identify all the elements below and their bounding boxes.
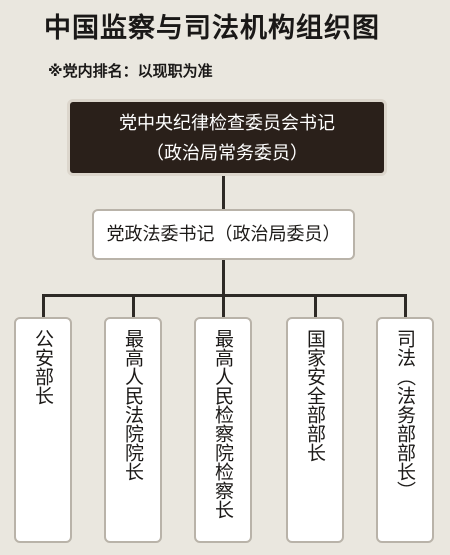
connector-middle-to-bus [222,260,225,295]
public-security-minister-box: 公安部长 [14,317,72,543]
political-legal-committee-secretary-box: 党政法委书记（政治局委员） [92,209,355,260]
diagram-title: 中国监察与司法机构组织图 [44,13,380,44]
supreme-court-president-label: 最高人民法院院长 [122,329,144,481]
branch-line-3 [222,294,225,317]
state-security-minister-box: 国家安全部部长 [286,317,344,543]
ranking-note: ※党内排名：以现职为准 [48,62,213,80]
justice-minister-box: 司法（法务部部长） [376,317,434,543]
branch-line-2 [132,294,135,317]
branch-line-5 [404,294,407,317]
supreme-court-president-box: 最高人民法院院长 [104,317,162,543]
state-security-minister-label: 国家安全部部长 [304,329,326,462]
branch-line-1 [42,294,45,317]
public-security-minister-label: 公安部长 [32,329,54,405]
top-box-line2: （政治局常务委员） [146,143,308,164]
branch-line-4 [314,294,317,317]
justice-minister-label: 司法（法务部部长） [394,329,416,500]
procurator-general-label: 最高人民检察院检察长 [212,329,234,519]
discipline-commission-secretary-box: 党中央纪律检查委员会书记 （政治局常务委员） [67,99,387,176]
top-box-line1: 党中央纪律检查委员会书记 [119,113,335,134]
procurator-general-box: 最高人民检察院检察长 [194,317,252,543]
connector-top-to-middle [222,176,225,209]
